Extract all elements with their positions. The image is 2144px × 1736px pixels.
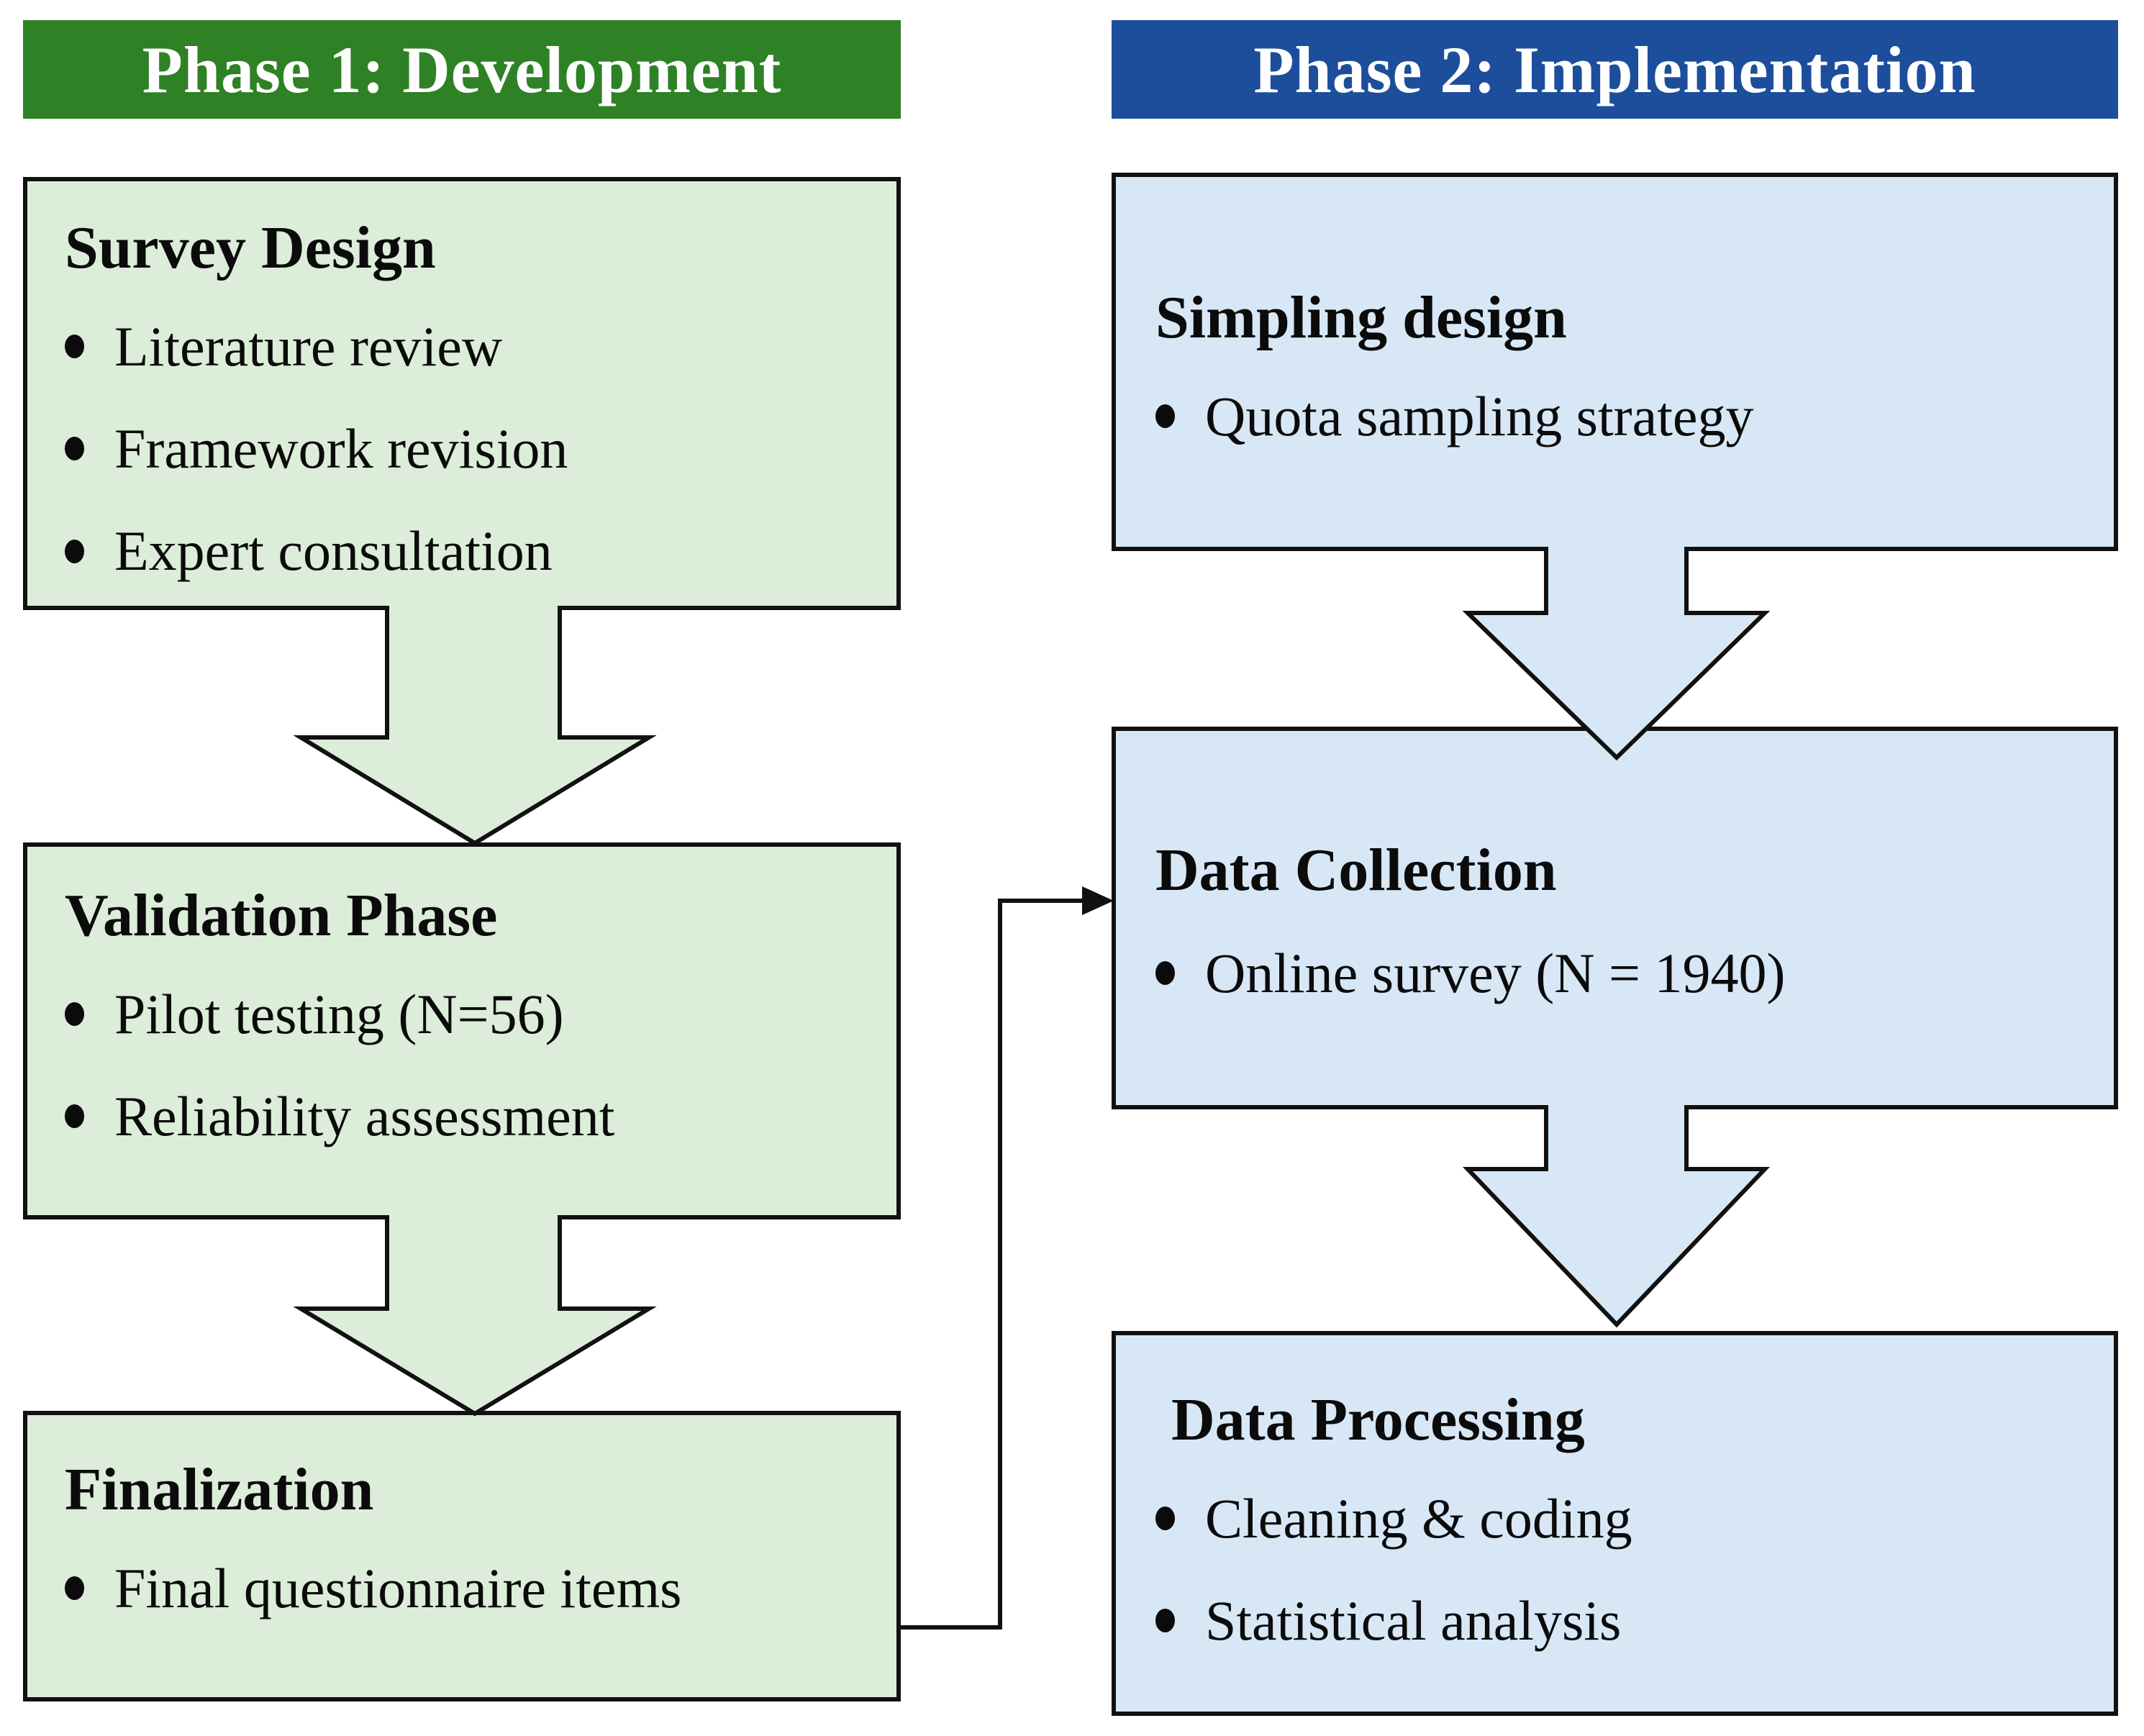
bullet-item: Cleaning & coding <box>1155 1486 2096 1550</box>
bullet-text: Online survey (N = 1940) <box>1205 941 1786 1004</box>
down-arrow-shape <box>293 1215 657 1417</box>
box-data-processing: Data Processing Cleaning & coding Statis… <box>1112 1331 2118 1716</box>
bullet-item: Statistical analysis <box>1155 1589 2096 1652</box>
bullet-text: Quota sampling strategy <box>1205 384 1754 447</box>
bullet-item: Expert consultation <box>65 519 878 583</box>
phase1-header-label: Phase 1: Development <box>142 32 782 106</box>
phase1-header: Phase 1: Development <box>23 20 901 119</box>
connector-arrowhead-icon <box>1082 886 1114 915</box>
bullet-list: Online survey (N = 1940) <box>1155 941 2096 1004</box>
bullet-item: Framework revision <box>65 417 878 480</box>
bullet-text: Literature review <box>114 314 503 378</box>
bullet-dot-icon <box>65 1576 84 1601</box>
bullet-dot-icon <box>1155 1609 1175 1633</box>
box-survey-design: Survey Design Literature review Framewor… <box>23 177 901 610</box>
bullet-text: Pilot testing (N=56) <box>114 982 564 1045</box>
bullet-item: Literature review <box>65 314 878 378</box>
box-title: Data Collection <box>1155 837 1557 904</box>
bullet-item: Pilot testing (N=56) <box>65 982 878 1045</box>
bullet-dot-icon <box>65 437 84 461</box>
bullet-list: Pilot testing (N=56) Reliability assessm… <box>65 982 878 1147</box>
phase2-header-label: Phase 2: Implementation <box>1253 32 1976 106</box>
box-title: Validation Phase <box>65 882 498 949</box>
box-title: Data Processing <box>1171 1386 1585 1453</box>
bullet-text: Expert consultation <box>114 519 553 583</box>
bullet-list: Quota sampling strategy <box>1155 386 2096 447</box>
bullet-dot-icon <box>1155 404 1175 429</box>
bullet-dot-icon <box>1155 1506 1175 1531</box>
box-title: Survey Design <box>65 214 436 281</box>
connector-line <box>901 899 1084 1630</box>
phase2-header: Phase 2: Implementation <box>1112 20 2118 119</box>
bullet-item: Quota sampling strategy <box>1155 386 2096 447</box>
down-arrow-icon <box>293 1215 657 1417</box>
box-sampling-design: Simpling design Quota sampling strategy <box>1112 173 2118 551</box>
bullet-list: Literature review Framework revision Exp… <box>65 314 878 583</box>
bullet-text: Reliability assessment <box>114 1084 615 1148</box>
bullet-dot-icon <box>65 539 84 563</box>
bullet-text: Final questionnaire items <box>114 1556 682 1619</box>
bullet-item: Final questionnaire items <box>65 1558 878 1619</box>
elbow-connector-arrow <box>901 886 1114 1630</box>
box-data-collection: Data Collection Online survey (N = 1940) <box>1112 727 2118 1109</box>
box-title: Simpling design <box>1155 284 1567 351</box>
down-arrow-shape <box>1462 547 1771 761</box>
box-validation-phase: Validation Phase Pilot testing (N=56) Re… <box>23 842 901 1219</box>
bullet-text: Cleaning & coding <box>1205 1486 1632 1550</box>
bullet-dot-icon <box>65 1104 84 1129</box>
down-arrow-icon <box>293 606 657 846</box>
down-arrow-icon <box>1462 1105 1771 1328</box>
box-title: Finalization <box>65 1456 374 1523</box>
down-arrow-icon <box>1462 547 1771 761</box>
down-arrow-shape <box>293 606 657 846</box>
box-finalization: Finalization Final questionnaire items <box>23 1411 901 1701</box>
bullet-item: Reliability assessment <box>65 1086 878 1147</box>
bullet-dot-icon <box>65 1002 84 1027</box>
bullet-text: Framework revision <box>114 417 568 480</box>
bullet-list: Final questionnaire items <box>65 1558 878 1619</box>
bullet-item: Online survey (N = 1940) <box>1155 941 2096 1004</box>
bullet-dot-icon <box>1155 961 1175 986</box>
bullet-dot-icon <box>65 335 84 359</box>
down-arrow-shape <box>1462 1105 1771 1328</box>
bullet-text: Statistical analysis <box>1205 1589 1622 1652</box>
bullet-list: Cleaning & coding Statistical analysis <box>1155 1486 2096 1652</box>
